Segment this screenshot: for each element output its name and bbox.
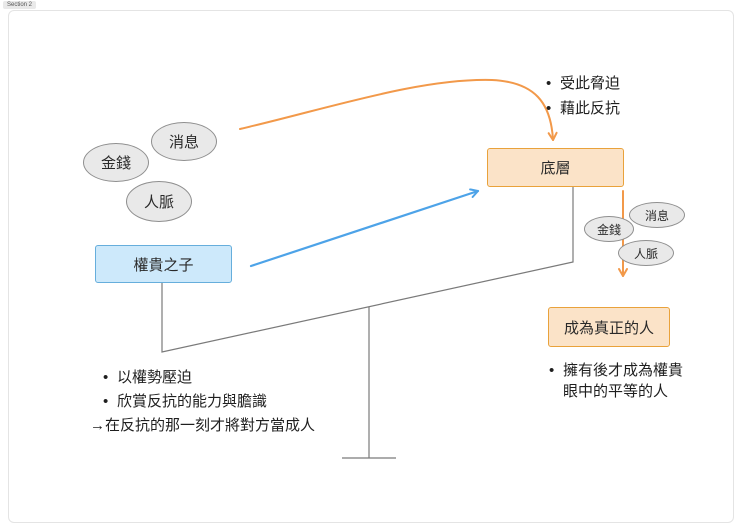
ellipse-left-money-label: 金錢 xyxy=(100,155,131,172)
node-privileged-son-label: 權貴之子 xyxy=(133,256,194,274)
note-line: • 以權勢壓迫 xyxy=(90,369,315,386)
ellipse-right-info[interactable]: 消息 xyxy=(629,202,685,228)
note-line: • 擁有後才成為權貴眼中的平等的人 xyxy=(549,360,687,402)
balance-stand-line[interactable] xyxy=(342,307,396,459)
node-privileged-son[interactable]: 權貴之子 xyxy=(95,245,232,283)
note-line: • 藉此反抗 xyxy=(546,100,620,117)
note-underclass[interactable]: • 受此脅迫 • 藉此反抗 xyxy=(546,75,620,125)
node-become-real-person-label: 成為真正的人 xyxy=(563,319,654,337)
bullet-icon: • xyxy=(546,100,552,117)
node-underclass[interactable]: 底層 xyxy=(487,148,624,187)
ellipse-right-money-label: 金錢 xyxy=(596,222,621,237)
coercion-curve-arrow[interactable] xyxy=(239,78,558,141)
ellipse-left-connections[interactable]: 人脈 xyxy=(126,181,192,222)
ellipse-right-connections-label: 人脈 xyxy=(633,246,658,261)
ellipse-left-info-label: 消息 xyxy=(168,134,199,151)
ellipse-right-info-label: 消息 xyxy=(644,208,669,223)
ellipse-right-connections[interactable]: 人脈 xyxy=(618,240,674,266)
note-become-real[interactable]: • 擁有後才成為權貴眼中的平等的人 xyxy=(549,360,687,402)
note-text: 以權勢壓迫 xyxy=(117,369,193,386)
ellipse-left-info[interactable]: 消息 xyxy=(151,122,217,161)
bullet-icon: • xyxy=(103,393,109,410)
note-text: 藉此反抗 xyxy=(560,100,621,117)
note-text: 受此脅迫 xyxy=(560,75,621,92)
ellipse-left-money[interactable]: 金錢 xyxy=(83,143,149,182)
bullet-icon: • xyxy=(103,369,109,386)
ellipse-right-money[interactable]: 金錢 xyxy=(584,216,634,242)
node-become-real-person[interactable]: 成為真正的人 xyxy=(548,307,670,347)
ellipse-left-connections-label: 人脈 xyxy=(143,194,174,211)
note-conclusion: →在反抗的那一刻才將對方當成人 xyxy=(90,417,316,434)
balance-bracket-line[interactable] xyxy=(161,186,574,353)
note-line: • 欣賞反抗的能力與膽識 xyxy=(90,393,315,410)
resist-arrow[interactable] xyxy=(249,188,480,268)
note-text: 欣賞反抗的能力與膽識 xyxy=(117,393,268,410)
node-underclass-label: 底層 xyxy=(540,160,571,177)
note-text: 擁有後才成為權貴眼中的平等的人 xyxy=(563,362,684,400)
section-badge[interactable]: Section 2 xyxy=(3,1,37,9)
bullet-icon: • xyxy=(549,362,555,379)
note-line: • 受此脅迫 xyxy=(546,75,620,92)
bullet-icon: • xyxy=(546,75,552,92)
note-privileged[interactable]: • 以權勢壓迫 • 欣賞反抗的能力與膽識 →在反抗的那一刻才將對方當成人 xyxy=(90,369,315,434)
